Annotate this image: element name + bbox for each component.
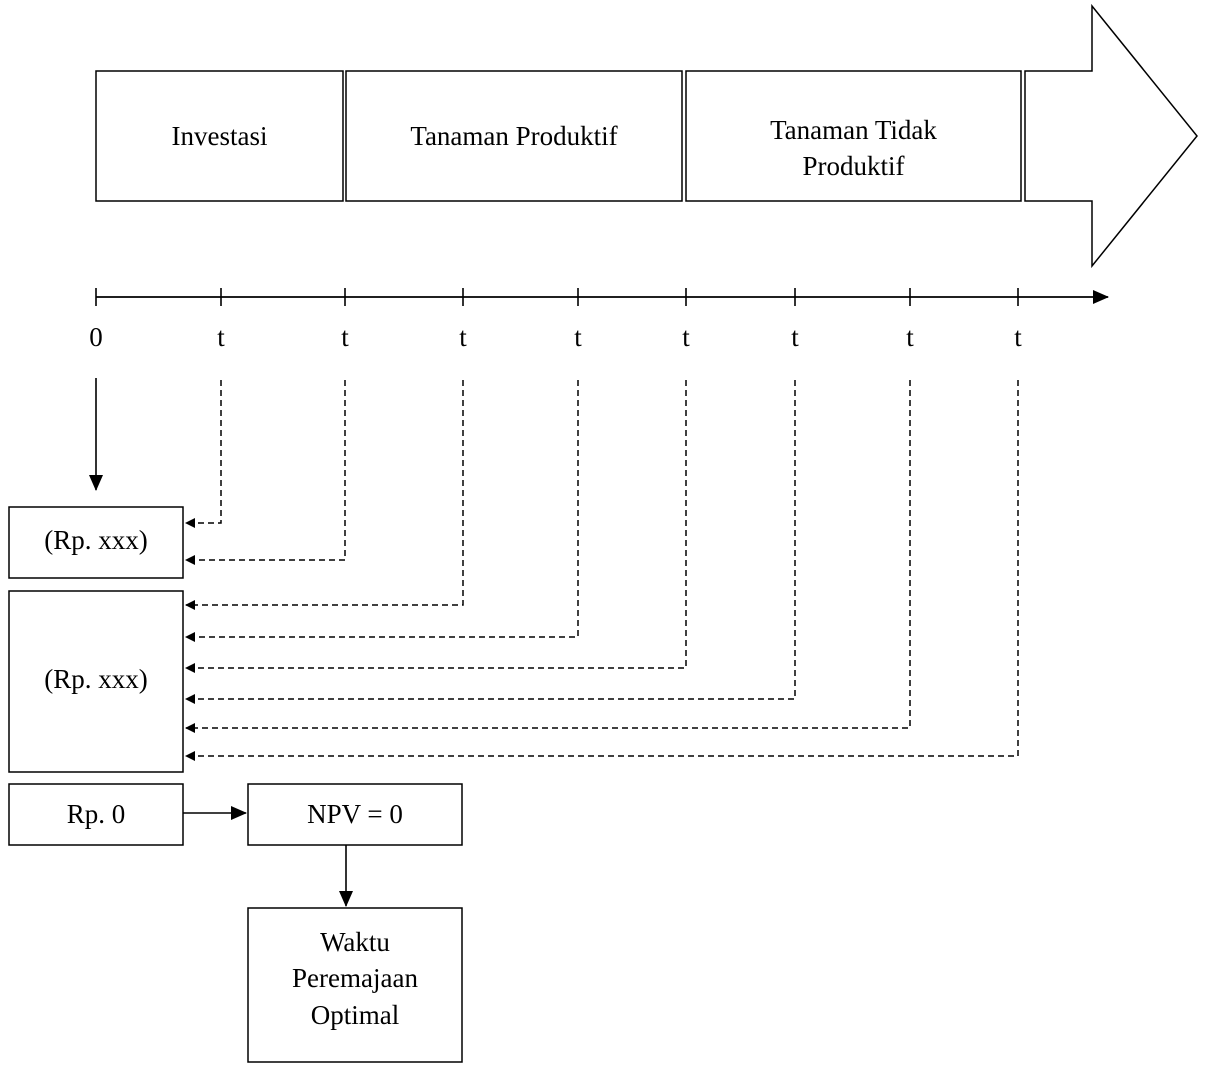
block-arrow <box>1024 3 1198 269</box>
timeline-ticks <box>95 288 1019 306</box>
tick-label: t <box>682 322 690 352</box>
tick-label: t <box>341 322 349 352</box>
tick-label: t <box>1014 322 1022 352</box>
dashed-connector <box>185 380 911 733</box>
dashed-connector <box>185 380 1019 761</box>
tick-label: 0 <box>89 322 103 352</box>
cost-box-investment <box>8 506 184 579</box>
zero-box <box>8 783 184 846</box>
tick-label: t <box>459 322 467 352</box>
result-box <box>247 907 463 1063</box>
dashed-connector <box>185 380 687 673</box>
phase-box-tanaman-tidak-produktif <box>685 70 1022 202</box>
cost-investment-label: (Rp. xxx) <box>44 525 148 555</box>
dashed-connector <box>185 380 579 642</box>
phase-label-investasi: Investasi <box>171 121 268 151</box>
cost-production-label: (Rp. xxx) <box>44 664 148 694</box>
dashed-connector <box>185 380 796 704</box>
zero-label: Rp. 0 <box>66 799 126 829</box>
dashed-connectors <box>185 380 1019 761</box>
dashed-connector <box>185 380 464 610</box>
phase-box-investasi <box>95 70 344 202</box>
npv-label: NPV = 0 <box>307 799 403 829</box>
cost-box-production <box>8 590 184 773</box>
phase-box-tanaman-produktif <box>345 70 683 202</box>
dashed-connector <box>185 380 346 565</box>
phase-label-tanaman-produktif: Tanaman Produktif <box>410 121 618 151</box>
tick-label: t <box>574 322 582 352</box>
tick-label: t <box>217 322 225 352</box>
npv-box <box>247 783 463 846</box>
tick-label: t <box>906 322 914 352</box>
phase-label-tanaman-tidak-produktif: Tanaman Tidak Produktif <box>770 115 937 182</box>
result-label: Waktu Peremajaan Optimal <box>292 927 418 1030</box>
dashed-connector <box>185 380 222 528</box>
tick-label: t <box>791 322 799 352</box>
